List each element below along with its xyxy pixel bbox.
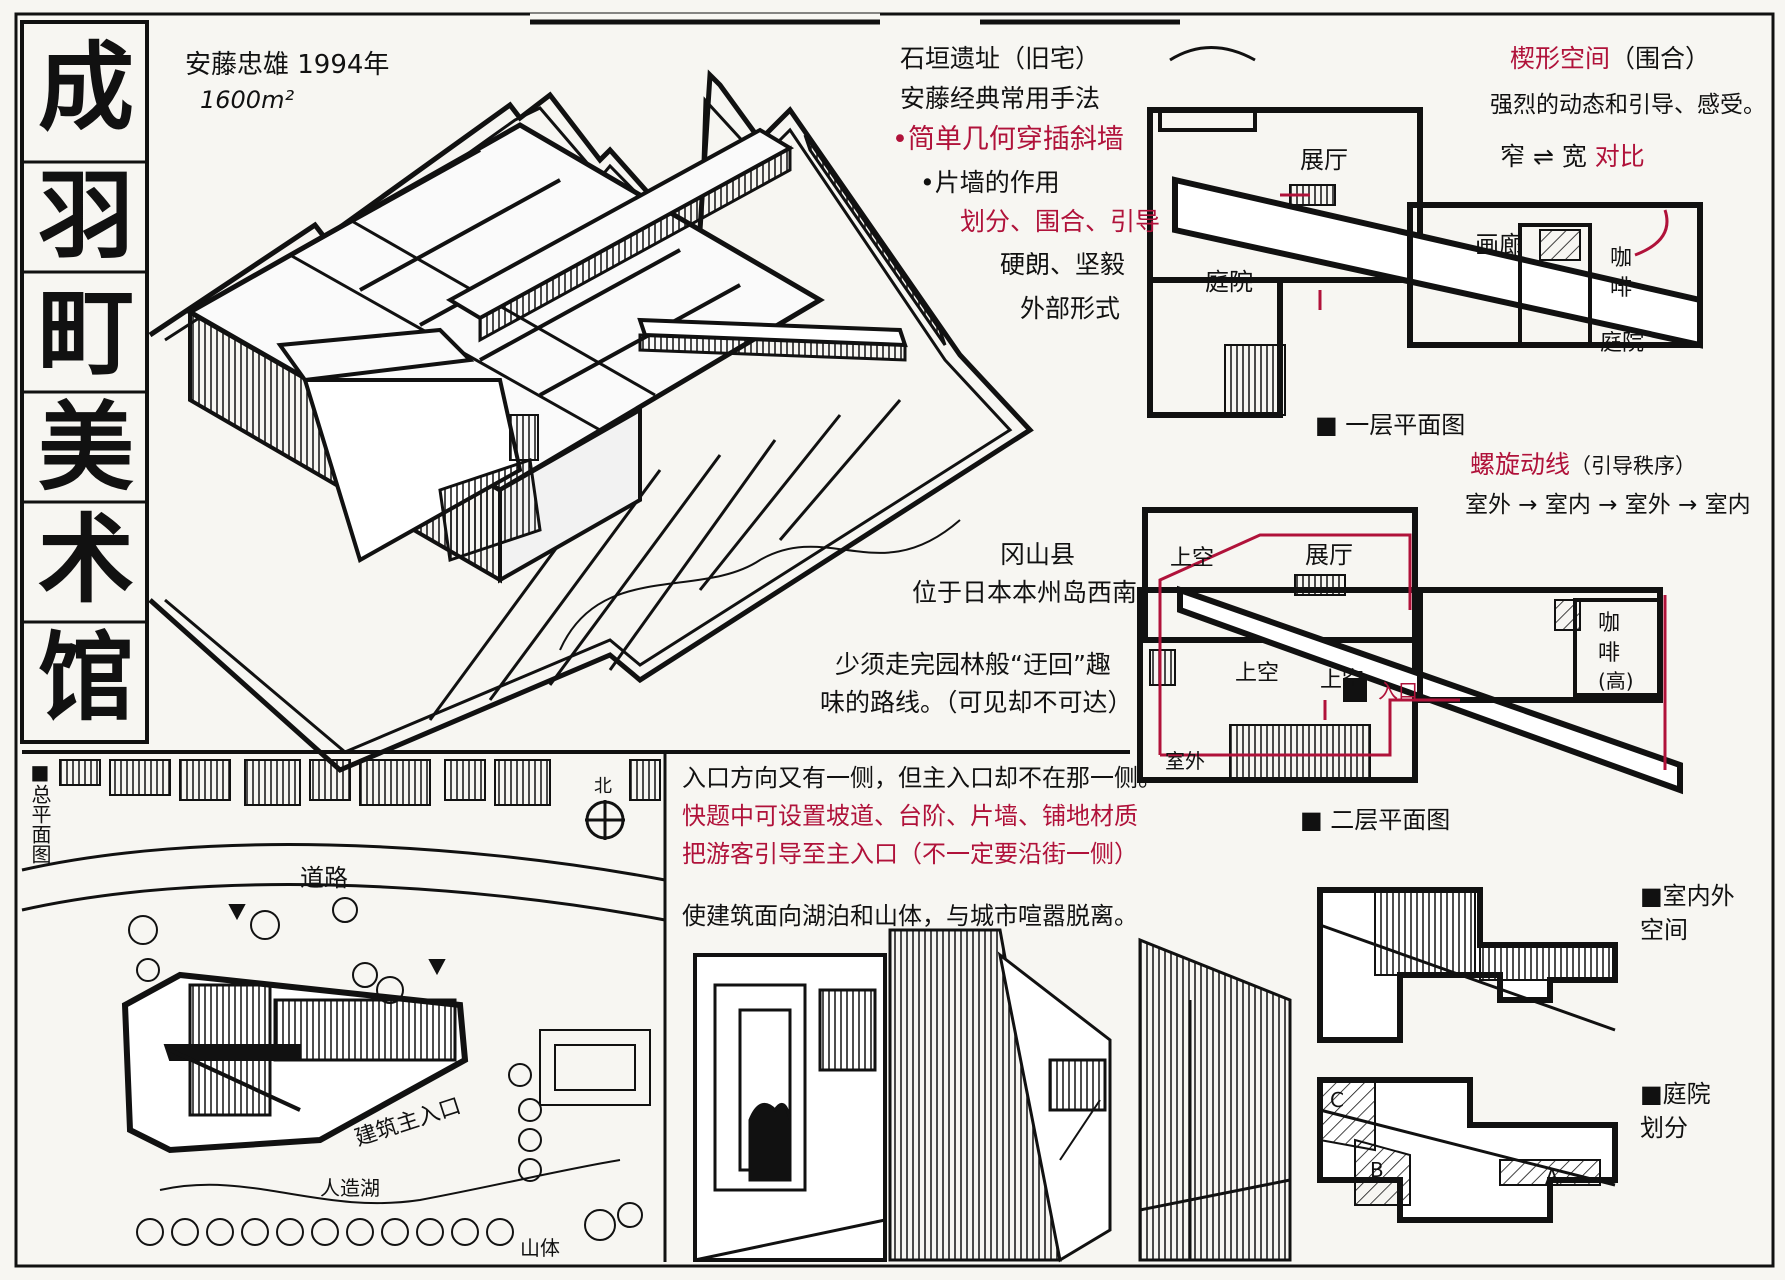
plan2-entrance: 入口 [1378, 679, 1418, 703]
title-char-6: 馆 [38, 621, 134, 734]
plan1-caption: ■ 一层平面图 [1315, 411, 1466, 439]
site-plan-label: ■总平面图 [28, 760, 52, 864]
courtyard-diagram [1317, 1077, 1618, 1223]
plan1-cafe-1: 咖 [1610, 246, 1633, 271]
title-char-4: 美 [38, 391, 134, 504]
wedge-title: 楔形空间（围合） [1510, 42, 1710, 76]
zone-a: A [1545, 1165, 1559, 1189]
plan2-cafe-1: 咖 [1598, 611, 1621, 636]
spiral-title: 螺旋动线（引导秩序） [1470, 448, 1696, 482]
floor-plan-1 [1147, 46, 1703, 418]
author-year: 安藤忠雄 1994年 [185, 50, 390, 80]
note-method: 安藤经典常用手法 [900, 84, 1101, 113]
diagram-indoor-outdoor: ■室内外 空间 [1640, 882, 1735, 944]
note-location-2: 位于日本本州岛西南 [912, 578, 1138, 607]
note-wall-role: •片墙的作用 [920, 168, 1060, 197]
plan2-hall: 展厅 [1305, 541, 1353, 569]
spiral-sequence: 室外 → 室内 → 室外 → 室内 [1465, 492, 1751, 518]
space-diagram [1317, 887, 1618, 1043]
title-char-1: 成 [38, 31, 134, 144]
sheet-border [14, 12, 1775, 1268]
perspective-sketches [693, 928, 1292, 1263]
note-entrance-3: 把游客引导至主入口（不一定要沿街一侧） [682, 840, 1138, 868]
diagram-courtyard: ■庭院 划分 [1640, 1080, 1711, 1142]
note-tough: 硬朗、坚毅 [1000, 250, 1126, 279]
plan2-outdoor: 室外 [1165, 749, 1205, 773]
plan2-void-top: 上空 [1170, 546, 1215, 571]
wedge-title-red: 楔形空间 [1510, 44, 1611, 73]
plan2-caption: ■ 二层平面图 [1300, 806, 1451, 834]
plan1-courtyard-right: 庭院 [1600, 331, 1645, 356]
plan2-void-left: 上空 [1235, 661, 1280, 686]
site-road: 道路 [300, 864, 348, 892]
plan1-cafe-2: 啡 [1610, 276, 1633, 301]
plan1-hall: 展厅 [1300, 146, 1348, 174]
plan2-cafe-2: 啡 [1598, 641, 1621, 666]
note-entrance-1: 入口方向又有一侧，但主入口却不在那一侧。 [682, 764, 1162, 792]
wedge-line-2: 强烈的动态和引导、感受。 [1490, 92, 1766, 118]
plan1-courtyard-left: 庭院 [1205, 268, 1253, 296]
wedge-title-suffix: （围合） [1610, 44, 1711, 73]
wedge-compare: 窄 ⇌ 宽 [1500, 142, 1587, 171]
zone-c: C [1330, 1088, 1344, 1112]
zone-b: B [1370, 1158, 1384, 1182]
note-geometry: •简单几何穿插斜墙 [892, 124, 1124, 155]
spiral-title-suffix: （引导秩序） [1570, 454, 1697, 478]
site-north: 北 [594, 776, 612, 797]
wedge-contrast: 对比 [1594, 142, 1645, 171]
wedge-line-3: 窄 ⇌ 宽 对比 [1500, 140, 1645, 174]
title-char-5: 术 [38, 503, 134, 616]
plan2-cafe-3: (高) [1598, 669, 1634, 693]
site-lake: 人造湖 [320, 1176, 380, 1200]
note-orientation: 使建筑面向湖泊和山体，与城市喧嚣脱离。 [682, 902, 1138, 930]
note-ruins: 石垣遗址（旧宅） [900, 44, 1101, 73]
title-char-2: 羽 [38, 159, 134, 272]
note-path-2: 味的路线。（可见却不可达） [820, 688, 1133, 717]
note-location-1: 冈山县 [1000, 540, 1076, 569]
title-box [20, 20, 149, 744]
spiral-title-red: 螺旋动线 [1470, 450, 1571, 479]
plan1-gallery: 画廊 [1475, 231, 1523, 259]
note-wall-functions: 划分、围合、引导 [960, 207, 1161, 236]
site-plan [21, 759, 666, 1246]
axonometric-view [148, 69, 1034, 773]
site-area: 1600m² [200, 86, 295, 114]
note-exterior: 外部形式 [1020, 294, 1121, 323]
note-entrance-2: 快题中可设置坡道、台阶、片墙、铺地材质 [682, 802, 1138, 830]
plan2-void-mid: 上空 [1320, 668, 1365, 693]
title-char-3: 町 [38, 276, 134, 389]
site-mountain: 山体 [520, 1236, 560, 1260]
floor-plan-2 [1137, 507, 1683, 795]
note-path-1: 少须走完园林般“迂回”趣 [835, 650, 1111, 679]
